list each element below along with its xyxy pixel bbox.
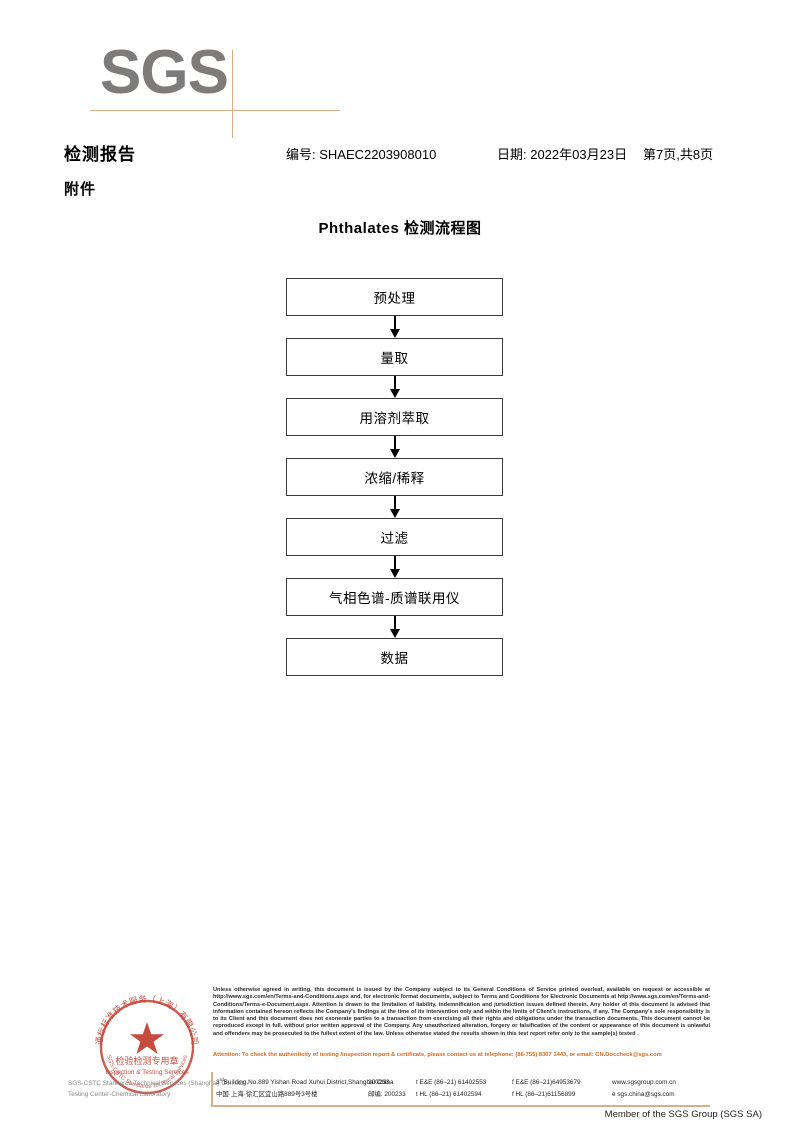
report-date: 日期: 2022年03月23日 [497, 147, 628, 162]
address-en: 3rdBuilding,No.889 Yishan Road Xuhui Dis… [216, 1077, 394, 1087]
page-title: 检测报告 [64, 145, 136, 164]
sgs-logo-text: SGS [100, 38, 229, 107]
email: e sgs.china@sgs.com [612, 1091, 675, 1098]
address-row-en: 3rdBuilding,No.889 Yishan Road Xuhui Dis… [216, 1073, 710, 1088]
svg-text:Inspection & Testing Services: Inspection & Testing Services [105, 1069, 188, 1076]
flow-step-filtration: 过滤 [286, 518, 503, 556]
website: www.sgsgroup.com.cn [612, 1079, 676, 1087]
flow-arrow-down-icon [286, 556, 503, 578]
page-indicator: 第7页,共8页 [643, 147, 714, 162]
attention-notice: Attention: To check the authenticity of … [213, 1052, 662, 1058]
company-name-line2: Testing Center-Chemical Laboratory [68, 1091, 171, 1098]
address-cn: 中国·上海·徐汇区宜山路889号3号楼 [216, 1091, 318, 1098]
address-divider-horizontal [211, 1105, 710, 1107]
address-divider-vertical [211, 1072, 213, 1106]
flow-step-data: 数据 [286, 638, 503, 676]
logo-vertical-rule [232, 50, 233, 138]
flow-arrow-down-icon [286, 376, 503, 398]
flowchart-title: Phthalates 检测流程图 [318, 220, 482, 237]
flow-arrow-down-icon [286, 316, 503, 338]
flow-arrow-down-icon [286, 616, 503, 638]
flow-step-pretreatment: 预处理 [286, 278, 503, 316]
address-block: 3rdBuilding,No.889 Yishan Road Xuhui Dis… [216, 1073, 710, 1103]
report-number: 编号: SHAEC2203908010 [286, 147, 437, 162]
company-name-line1: SGS-CSTC Standards Technical Services (S… [68, 1080, 246, 1087]
address-row-cn: 中国·上海·徐汇区宜山路889号3号楼 邮编: 200233 t HL (86–… [216, 1088, 710, 1103]
flowchart: 预处理 量取 用溶剂萃取 浓缩/稀释 过滤 气相色谱-质谱联用仪 数据 [286, 278, 503, 676]
legal-disclaimer: Unless otherwise agreed in writing, this… [213, 987, 710, 1037]
flow-arrow-down-icon [286, 496, 503, 518]
stamp-seal-icon: 通标标准技术服务（上海）有限公司 检验检测专用章 Inspection & Te… [94, 993, 200, 1095]
company-name: SGS-CSTC Standards Technical Services (S… [68, 1078, 245, 1100]
flow-step-concentrate-dilute: 浓缩/稀释 [286, 458, 503, 496]
flow-step-measure: 量取 [286, 338, 503, 376]
official-stamp: 通标标准技术服务（上海）有限公司 检验检测专用章 Inspection & Te… [88, 988, 206, 1106]
tel-hl: t HL (86–21) 61402594 [416, 1091, 482, 1098]
flow-arrow-down-icon [286, 436, 503, 458]
sgs-group-member-note: Member of the SGS Group (SGS SA) [604, 1109, 762, 1120]
svg-text:检验检测专用章: 检验检测专用章 [115, 1055, 178, 1066]
fax-hl: f HL (86–21)61156899 [512, 1091, 576, 1098]
logo-horizontal-rule [90, 110, 340, 111]
postcode-en: 200233 [368, 1079, 390, 1087]
attachment-label: 附件 [64, 181, 97, 198]
sgs-logo: SGS [90, 38, 340, 138]
postcode-cn: 邮编: 200233 [368, 1091, 406, 1098]
tel-ee: t E&E (86–21) 61402553 [416, 1079, 487, 1087]
document-header: 检测报告 附件 编号: SHAEC2203908010 日期: 2022年03月… [0, 140, 800, 200]
flow-step-gcms: 气相色谱-质谱联用仪 [286, 578, 503, 616]
flow-step-solvent-extraction: 用溶剂萃取 [286, 398, 503, 436]
fax-ee: f E&E (86–21)64953679 [512, 1079, 581, 1087]
